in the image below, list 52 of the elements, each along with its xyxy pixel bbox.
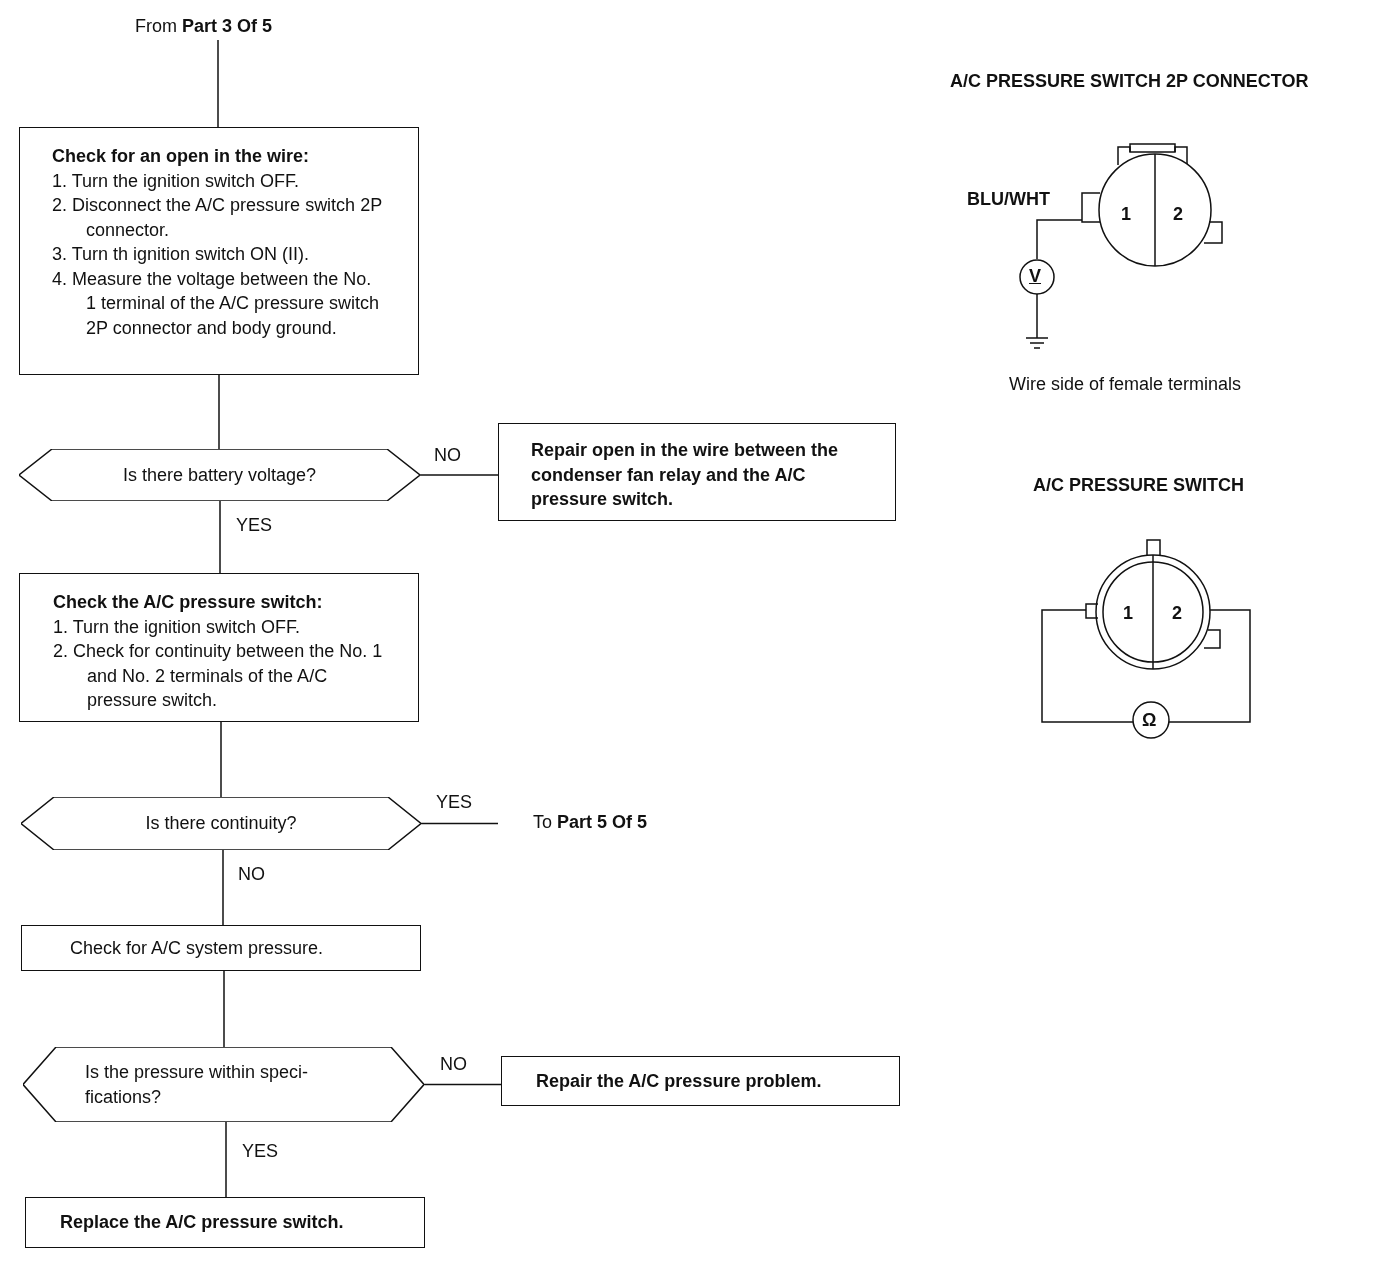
step-instruction: 2. Disconnect the A/C pressure switch 2P connector. — [52, 194, 383, 242]
meter-symbol: Ω — [1142, 711, 1157, 729]
node-text: Check for A/C system pressure. — [70, 936, 325, 960]
connector-line — [222, 849, 224, 926]
connector-line — [420, 822, 499, 825]
process-box — [498, 423, 896, 521]
process-box — [25, 1197, 425, 1248]
meter-symbol: V — [1029, 267, 1041, 285]
process-box — [19, 127, 419, 375]
decision-hexagon — [23, 1047, 424, 1122]
terminal-number: 2 — [1172, 604, 1182, 622]
step-instruction: 4. Measure the voltage between the No. 1 terminal of the A/C pressure switch 2P connector and body ground. — [52, 267, 381, 340]
connector-line — [223, 970, 225, 1048]
connector-line — [220, 721, 222, 798]
diagram-caption: Wire side of female terminals — [1009, 375, 1242, 393]
node-text: Replace the A/C pressure switch. — [60, 1211, 345, 1235]
edge-label: NO — [238, 865, 265, 883]
connector-line — [225, 1121, 227, 1198]
node-text: Is there battery voltage? — [122, 463, 317, 487]
node-text: From Part 3 Of 5 — [135, 15, 274, 38]
connector-line — [219, 500, 221, 574]
edge-label: YES — [436, 793, 473, 811]
terminal-number: 1 — [1121, 205, 1131, 223]
connector-line — [419, 474, 499, 476]
connector-line — [423, 1083, 502, 1086]
drawing-heading: A/C PRESSURE SWITCH — [1033, 476, 1245, 494]
node-text: Is the pressure within speci- fications? — [85, 1061, 310, 1109]
process-box — [501, 1056, 900, 1106]
process-box — [19, 573, 419, 722]
terminal-number: 2 — [1173, 205, 1183, 223]
edge-label: NO — [434, 446, 461, 464]
process-box — [21, 925, 421, 971]
terminal-number: 1 — [1123, 604, 1133, 622]
connector-line — [217, 39, 219, 128]
step-heading: Check for an open in the wire: — [52, 145, 311, 168]
step-heading: Check the A/C pressure switch: — [53, 591, 324, 614]
node-text: Is there continuity? — [145, 812, 297, 836]
node-text: Repair the A/C pressure problem. — [536, 1069, 823, 1093]
node-text: Repair open in the wire between the condenser fan relay and the A/C pressure switch. — [531, 439, 840, 511]
node-text: To Part 5 Of 5 — [533, 811, 649, 834]
edge-label: YES — [236, 516, 273, 534]
edge-label: YES — [242, 1142, 279, 1160]
connector-line — [218, 374, 220, 450]
wire-color-label: BLU/WHT — [967, 190, 1050, 208]
step-instruction: 1. Turn the ignition switch OFF. — [53, 615, 302, 639]
step-instruction: 2. Check for continuity between the No. 1 and No. 2 terminals of the A/C pressure switch. — [53, 640, 384, 712]
drawing-heading: A/C PRESSURE SWITCH 2P CONNECTOR — [950, 72, 1309, 90]
decision-hexagon — [21, 797, 421, 850]
step-instruction: 3. Turn th ignition switch ON (II). — [52, 243, 311, 266]
decision-hexagon — [19, 449, 420, 501]
step-instruction: 1. Turn the ignition switch OFF. — [52, 169, 301, 193]
edge-label: NO — [440, 1055, 467, 1073]
